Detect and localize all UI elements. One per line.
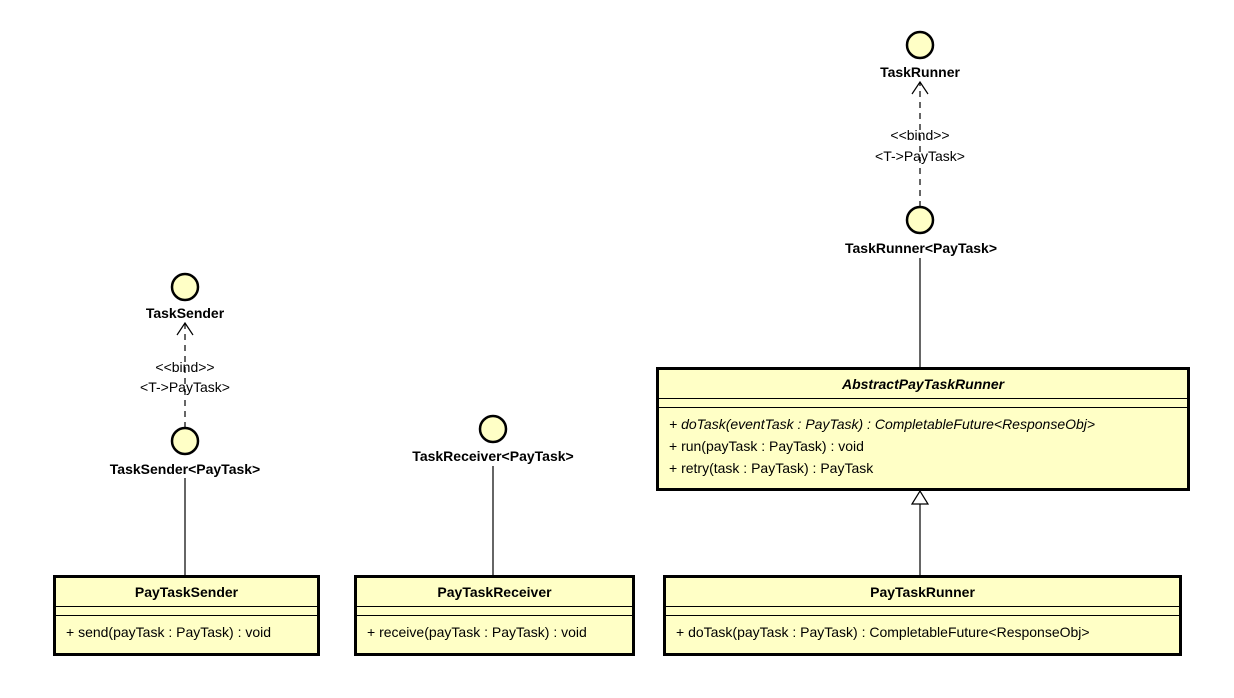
operations-compartment: + receive(payTask : PayTask) : void (357, 615, 632, 644)
class-abstract-pay-task-runner[interactable]: AbstractPayTaskRunner + doTask(eventTask… (656, 367, 1190, 491)
class-name: AbstractPayTaskRunner (841, 376, 1005, 392)
interface-circle-task-sender-bound (170, 426, 200, 456)
operations-compartment: + send(payTask : PayTask) : void (56, 615, 317, 644)
operations-compartment: + doTask(payTask : PayTask) : Completabl… (666, 615, 1179, 644)
operation-item: + doTask(payTask : PayTask) : Completabl… (676, 624, 1090, 640)
class-pay-task-receiver[interactable]: PayTaskReceiver + receive(payTask : PayT… (354, 575, 635, 656)
open-arrowhead-runner (911, 80, 929, 95)
operation-item: + send(payTask : PayTask) : void (66, 624, 272, 640)
operation-item: + retry(task : PayTask) : PayTask (669, 460, 874, 476)
bind-stereotype-sender: <<bind>> (155, 359, 215, 375)
bind-stereotype-runner: <<bind>> (890, 127, 950, 143)
class-name: PayTaskSender (134, 584, 239, 600)
bind-param-runner: <T->PayTask> (875, 148, 965, 164)
operation-item: + doTask(eventTask : PayTask) : Completa… (669, 416, 1096, 432)
attributes-compartment (659, 398, 1187, 407)
interface-circle-task-receiver-bound (478, 414, 508, 444)
class-pay-task-runner[interactable]: PayTaskRunner + doTask(payTask : PayTask… (663, 575, 1182, 656)
operation-item: + run(payTask : PayTask) : void (669, 438, 864, 454)
interface-circle-task-runner-bound (905, 205, 935, 235)
interface-label-task-sender: TaskSender (145, 305, 225, 321)
interface-circle-task-runner (905, 30, 935, 60)
interface-label-task-runner: TaskRunner (880, 64, 960, 80)
interface-label-task-sender-bound: TaskSender<PayTask> (109, 461, 261, 477)
operation-item: + receive(payTask : PayTask) : void (367, 624, 587, 640)
class-pay-task-sender[interactable]: PayTaskSender + send(payTask : PayTask) … (53, 575, 320, 656)
interface-circle-task-sender (170, 272, 200, 302)
interface-label-task-receiver-bound: TaskReceiver<PayTask> (412, 448, 574, 464)
open-arrowhead-sender (176, 321, 194, 336)
generalization-arrowhead (910, 489, 930, 505)
attributes-compartment (666, 606, 1179, 615)
attributes-compartment (357, 606, 632, 615)
bind-param-sender: <T->PayTask> (140, 379, 230, 395)
attributes-compartment (56, 606, 317, 615)
class-name: PayTaskReceiver (437, 584, 552, 600)
operations-compartment: + doTask(eventTask : PayTask) : Completa… (659, 407, 1187, 480)
class-name: PayTaskRunner (870, 584, 975, 600)
interface-label-task-runner-bound: TaskRunner<PayTask> (844, 240, 998, 256)
